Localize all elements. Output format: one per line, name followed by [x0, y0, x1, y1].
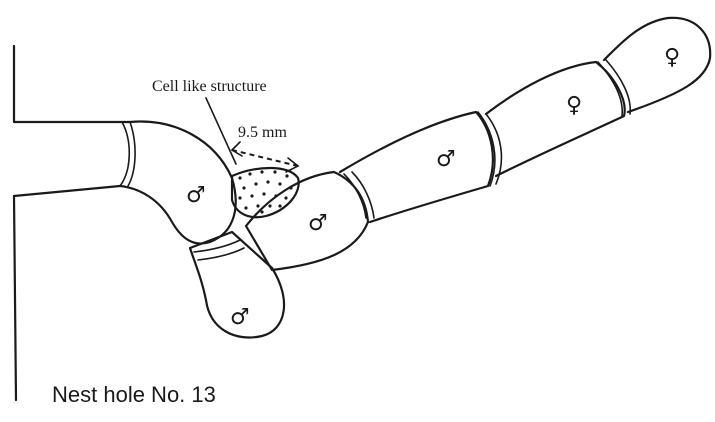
- cell-2-symbol: ♂: [308, 211, 328, 236]
- cell-branch-symbol: ♂: [230, 305, 250, 330]
- cell-3-symbol: ♂: [436, 147, 456, 172]
- callout-label: Cell like structure: [152, 78, 267, 96]
- cell-5-symbol: ♀: [664, 45, 680, 70]
- cell-1-symbol: ♂: [186, 183, 206, 208]
- figure-caption: Nest hole No. 13: [52, 382, 216, 408]
- cell-4-symbol: ♀: [566, 93, 582, 118]
- measurement-label: 9.5 mm: [238, 124, 287, 142]
